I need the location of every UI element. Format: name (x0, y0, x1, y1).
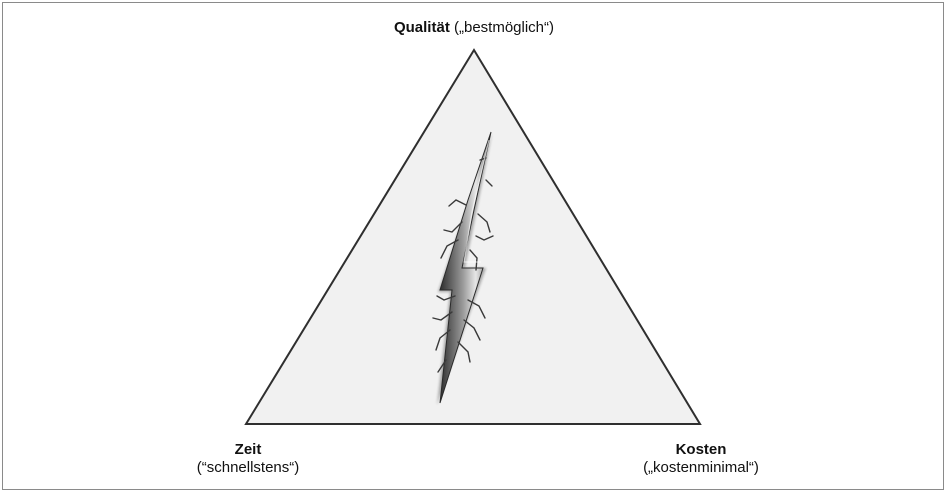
time-title: Zeit (178, 441, 318, 459)
triangle-shape (246, 50, 700, 424)
cost-title: Kosten (616, 441, 786, 459)
quality-title: Qualität (394, 19, 450, 36)
cost-label: Kosten („kostenminimal“) (616, 441, 786, 477)
quality-label: Qualität („bestmöglich“) (0, 19, 948, 37)
cost-subtitle: („kostenminimal“) (616, 459, 786, 477)
quality-subtitle: („bestmöglich“) (454, 19, 554, 36)
time-subtitle: (“schnellstens“) (178, 459, 318, 477)
time-label: Zeit (“schnellstens“) (178, 441, 318, 477)
